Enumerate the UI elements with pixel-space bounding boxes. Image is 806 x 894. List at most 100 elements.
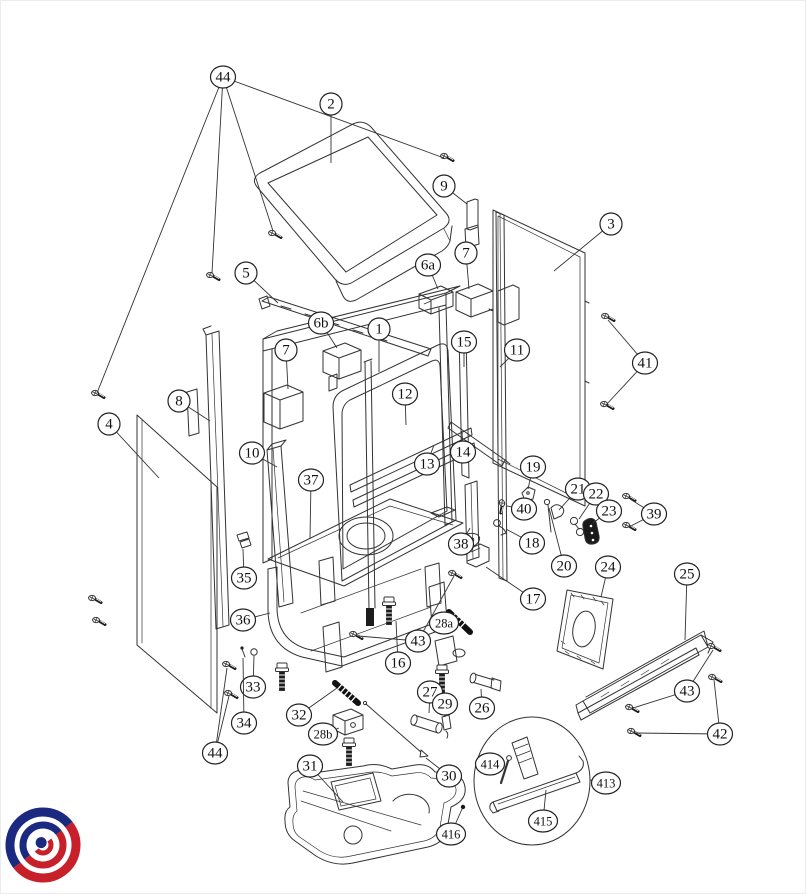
svg-text:30: 30	[442, 769, 457, 785]
svg-text:28b: 28b	[314, 728, 333, 742]
svg-text:17: 17	[526, 592, 542, 608]
callout-6b: 6b	[307, 311, 338, 349]
brand-swirl-logo-icon	[5, 807, 81, 883]
callout-32: 32	[285, 687, 338, 727]
hinge-box-7-right-part	[455, 283, 494, 318]
callout-43: 43	[632, 649, 714, 709]
svg-text:6a: 6a	[421, 258, 436, 274]
pin-34-part	[240, 646, 246, 658]
callout-39: 39	[628, 498, 668, 528]
svg-text:38: 38	[454, 537, 469, 553]
svg-text:4: 4	[105, 417, 113, 433]
svg-text:40: 40	[517, 502, 532, 518]
svg-text:26: 26	[475, 701, 491, 717]
gusset-plate-part	[556, 589, 614, 670]
callout-43: 43	[357, 575, 455, 653]
svg-text:14: 14	[456, 445, 472, 461]
svg-text:414: 414	[481, 758, 501, 772]
bracket-6a-part	[418, 285, 454, 315]
callout-8: 8	[167, 389, 211, 422]
callout-30: 30	[425, 757, 463, 788]
elbow-26-part	[469, 672, 502, 692]
callout-7: 7	[274, 338, 298, 390]
callout-44: 44	[96, 65, 445, 394]
callout-35: 35	[230, 548, 258, 590]
svg-text:41: 41	[638, 356, 653, 372]
side-panel-4-part	[136, 414, 218, 714]
callout-7: 7	[454, 241, 478, 290]
svg-text:6b: 6b	[314, 316, 329, 332]
callout-44: 44	[201, 667, 230, 765]
callout-16: 16	[384, 620, 412, 675]
svg-text:23: 23	[602, 504, 617, 520]
strip-8-part	[186, 325, 230, 630]
callout-20: 20	[548, 507, 578, 578]
pin-30-part	[362, 700, 429, 758]
svg-text:3: 3	[607, 217, 615, 233]
svg-text:43: 43	[411, 634, 426, 650]
svg-text:7: 7	[282, 343, 290, 359]
svg-text:21: 21	[571, 482, 586, 498]
callout-41: 41	[605, 319, 659, 406]
svg-text:2: 2	[327, 97, 335, 113]
kick-rail-part	[575, 630, 714, 721]
callout-10: 10	[238, 441, 278, 468]
svg-text:10: 10	[245, 446, 260, 462]
svg-text:416: 416	[442, 828, 461, 842]
callout-13: 13	[413, 444, 441, 476]
svg-text:44: 44	[208, 746, 224, 762]
callout-38: 38	[447, 527, 475, 556]
callout-17: 17	[485, 566, 547, 611]
callout-28b: 28b	[307, 722, 340, 746]
callout-29: 29	[431, 692, 459, 717]
svg-text:12: 12	[398, 387, 413, 403]
tube-27-part	[410, 714, 443, 734]
svg-text:36: 36	[236, 613, 252, 629]
ring-33-part	[250, 648, 258, 656]
callout-12: 12	[391, 382, 419, 426]
svg-text:37: 37	[304, 473, 320, 489]
svg-text:18: 18	[525, 536, 540, 552]
callout-415: 415	[527, 789, 559, 833]
callout-9: 9	[432, 174, 468, 205]
svg-text:415: 415	[534, 815, 553, 829]
callout-2: 2	[319, 92, 343, 163]
callout-413: 413	[589, 771, 622, 795]
svg-text:35: 35	[237, 571, 252, 587]
callout-25: 25	[673, 562, 701, 641]
callout-4: 4	[97, 412, 160, 479]
svg-text:1: 1	[375, 322, 383, 338]
spring-32-part	[332, 680, 361, 706]
callout-3: 3	[553, 212, 623, 272]
callout-1: 1	[367, 317, 391, 372]
svg-text:8: 8	[175, 394, 183, 410]
svg-text:13: 13	[420, 457, 435, 473]
callout-34: 34	[230, 657, 258, 735]
bracket-28b-part	[332, 708, 364, 766]
svg-text:29: 29	[438, 697, 453, 713]
svg-text:11: 11	[510, 343, 524, 359]
callout-40: 40	[506, 497, 538, 521]
callout-37: 37	[297, 468, 325, 540]
callout-22: 22	[578, 482, 610, 520]
svg-text:44: 44	[216, 70, 232, 86]
svg-text:7: 7	[462, 246, 470, 262]
rail-14-part	[447, 421, 511, 467]
bracket-6b-part	[322, 342, 362, 392]
callout-28a: 28a	[428, 611, 460, 635]
hardware-cluster	[466, 497, 600, 568]
mount-screws-right	[599, 311, 723, 737]
callout-5: 5	[234, 261, 279, 304]
svg-text:413: 413	[597, 777, 616, 791]
svg-text:33: 33	[246, 680, 261, 696]
lid-panel-part	[254, 121, 453, 302]
svg-text:31: 31	[303, 759, 318, 775]
callout-15: 15	[450, 330, 478, 367]
callout-33: 33	[239, 655, 267, 699]
hinge-box-7-left-part	[263, 384, 304, 430]
svg-text:16: 16	[391, 656, 407, 672]
svg-text:25: 25	[680, 567, 695, 583]
svg-text:24: 24	[601, 560, 617, 576]
